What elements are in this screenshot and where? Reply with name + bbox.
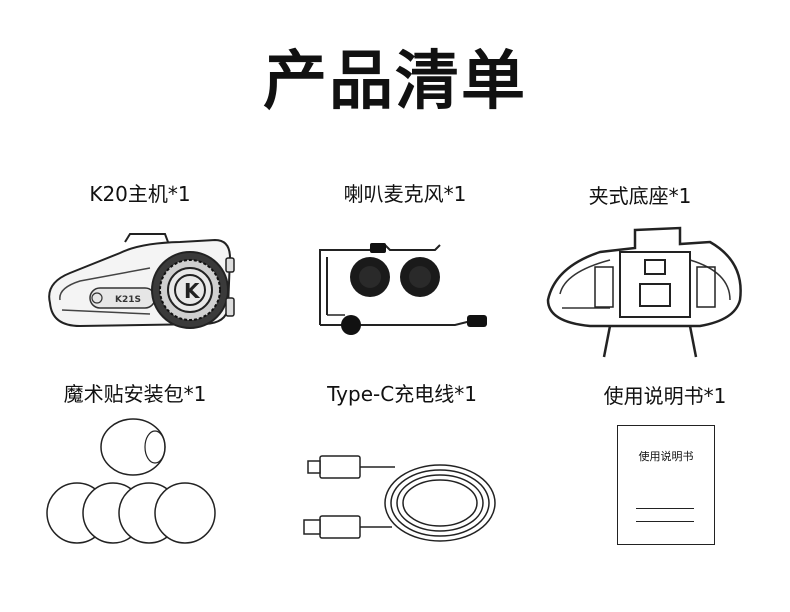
item-label-manual: 使用说明书*1 — [603, 384, 727, 408]
manual-illustration: 使用说明书 — [617, 425, 715, 545]
host-device-illustration: K21S K — [40, 228, 245, 338]
manual-line — [636, 521, 694, 522]
item-label-typec-cable: Type-C充电线*1 — [327, 382, 477, 406]
host-device-logo-text: K — [184, 279, 201, 303]
item-label-clip-base: 夹式底座*1 — [588, 184, 692, 208]
velcro-kit-illustration — [45, 415, 220, 550]
speaker-mic-illustration — [315, 235, 495, 345]
item-label-host: K20主机*1 — [89, 182, 191, 206]
manual-cover-text: 使用说明书 — [638, 450, 694, 463]
item-label-speaker-mic: 喇叭麦克风*1 — [343, 182, 467, 206]
host-device-model-text: K21S — [115, 295, 141, 305]
manual-line — [636, 508, 694, 509]
page-title: 产品清单 — [263, 45, 527, 119]
item-label-velcro-kit: 魔术贴安装包*1 — [63, 382, 207, 406]
clip-base-illustration — [540, 222, 750, 362]
typec-cable-illustration — [300, 448, 505, 553]
